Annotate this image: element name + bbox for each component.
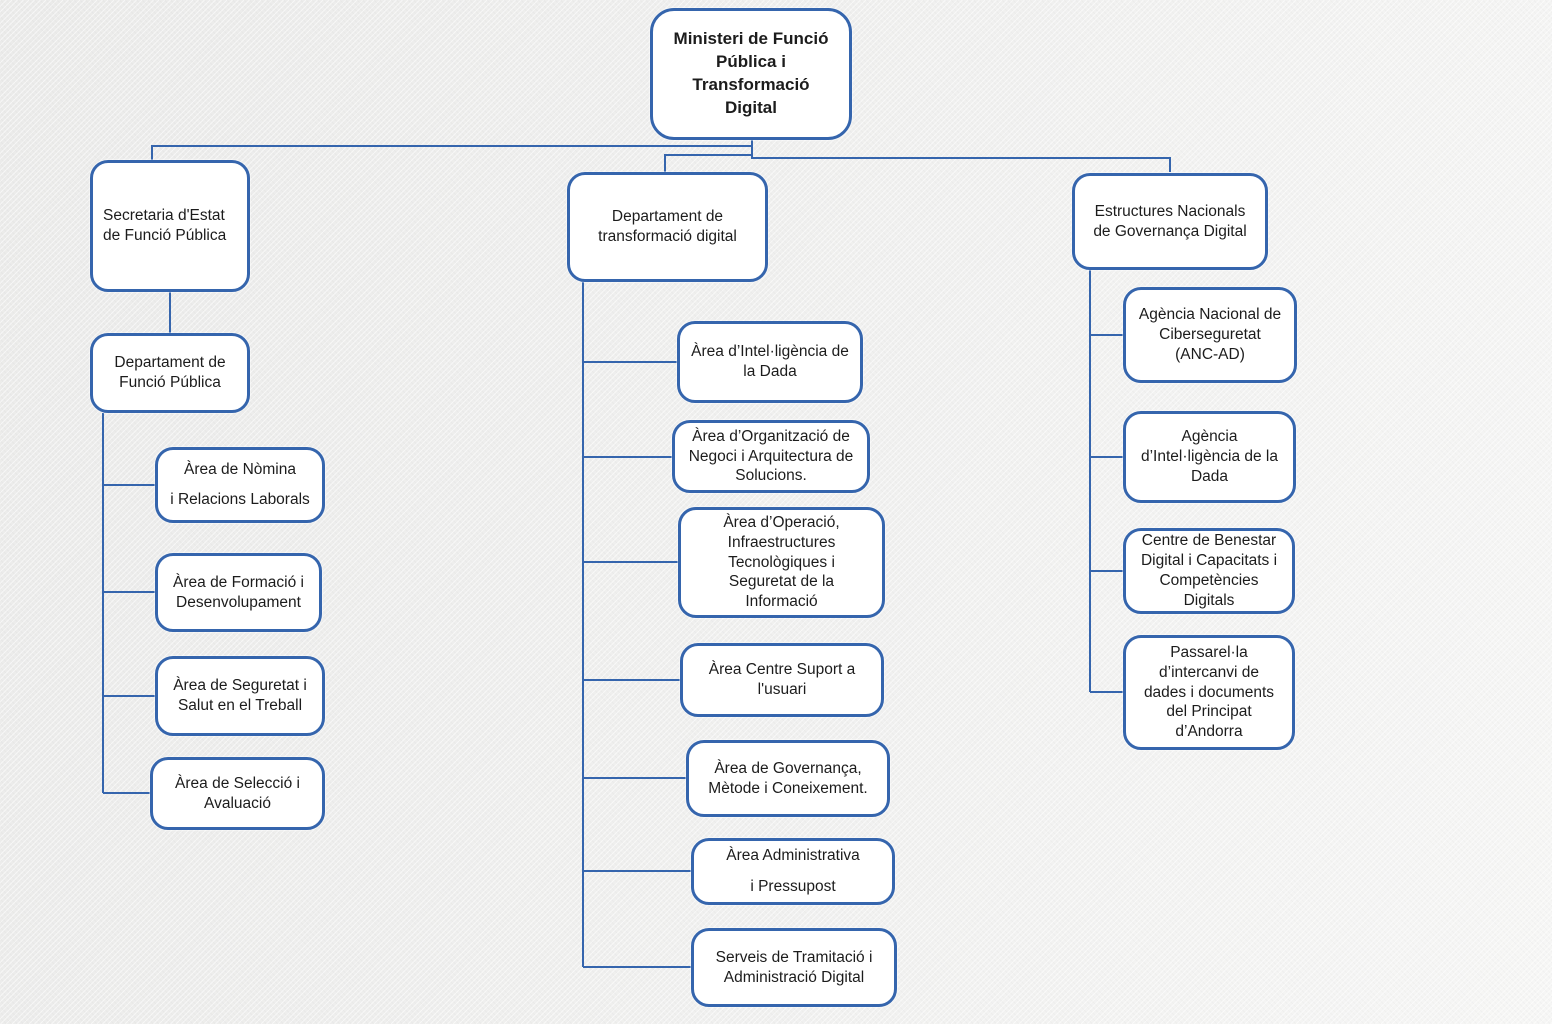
right-branch-connectors (1089, 270, 1123, 693)
connector-segment (664, 140, 753, 172)
org-node-label: Àrea de Nòmina i Relacions Laborals (170, 460, 310, 508)
org-node-ministeri: Ministeri de Funció Pública i Transforma… (650, 8, 852, 140)
org-node-agencia-ciberseguretat: Agència Nacional de Ciberseguretat (ANC-… (1123, 287, 1297, 383)
org-node-area-organitzacio-negoci: Àrea d’Organització de Negoci i Arquitec… (672, 420, 870, 493)
org-node-label: Àrea d’Organització de Negoci i Arquitec… (688, 427, 854, 485)
org-node-label: Àrea de Selecció i Avaluació (175, 774, 300, 812)
org-node-secretaria-estat: Secretaria d'Estat de Funció Pública (90, 160, 250, 292)
org-node-label: Àrea Administrativa i Pressupost (726, 847, 860, 895)
org-node-serveis-tramitacio: Serveis de Tramitació i Administració Di… (691, 928, 897, 1007)
org-node-label: Agència Nacional de Ciberseguretat (ANC-… (1138, 306, 1282, 363)
org-node-area-nomina: Àrea de Nòmina i Relacions Laborals (155, 447, 325, 523)
org-node-departament-transformacio-digital: Departament de transformació digital (567, 172, 768, 282)
org-node-area-centre-suport: Àrea Centre Suport a l'usuari (680, 643, 884, 717)
left-branch-connectors (102, 292, 171, 794)
org-node-area-intelligencia-dada: Àrea d’Intel·ligència de la Dada (677, 321, 863, 403)
org-node-label: Departament de Funció Pública (114, 354, 226, 391)
org-node-label: Àrea Centre Suport a l'usuari (708, 661, 856, 698)
org-node-label: Àrea de Formació i Desenvolupament (173, 573, 304, 611)
root-connectors (151, 140, 1171, 172)
org-node-passarella-intercanvi: Passarel·la d’intercanvi de dades i docu… (1123, 635, 1295, 750)
org-node-area-seguretat: Àrea de Seguretat i Salut en el Treball (155, 656, 325, 736)
org-node-label: Àrea d’Intel·ligència de la Dada (691, 343, 849, 380)
org-node-departament-funcio-publica: Departament de Funció Pública (90, 333, 250, 413)
org-node-label: Passarel·la d’intercanvi de dades i docu… (1143, 643, 1275, 741)
org-node-label: Agència d’Intel·ligència de la Dada (1140, 428, 1278, 485)
org-node-area-administrativa: Àrea Administrativa i Pressupost (691, 838, 895, 905)
org-node-label: Ministeri de Funció Pública i Transforma… (673, 29, 829, 117)
org-node-centre-benestar-digital: Centre de Benestar Digital i Capacitats … (1123, 528, 1295, 614)
org-node-label: Serveis de Tramitació i Administració Di… (715, 948, 873, 986)
org-node-label: Àrea d’Operació, Infraestructures Tecnol… (723, 513, 840, 611)
org-node-estructures-nacionals: Estructures Nacionals de Governança Digi… (1072, 173, 1268, 270)
connector-segment (151, 140, 753, 160)
connector-segment (751, 140, 1171, 172)
org-node-label: Centre de Benestar Digital i Capacitats … (1140, 532, 1278, 609)
org-node-area-seleccio: Àrea de Selecció i Avaluació (150, 757, 325, 830)
org-node-label: Àrea de Governança, Mètode i Coneixement… (708, 759, 868, 797)
org-node-label: Estructures Nacionals de Governança Digi… (1093, 202, 1247, 240)
org-node-label: Àrea de Seguretat i Salut en el Treball (173, 677, 307, 714)
org-node-label: Secretaria d'Estat de Funció Pública (103, 207, 227, 244)
org-node-label: Departament de transformació digital (598, 208, 737, 245)
org-node-agencia-intelligencia-dada: Agència d’Intel·ligència de la Dada (1123, 411, 1296, 503)
org-node-area-operacio-infraestructures: Àrea d’Operació, Infraestructures Tecnol… (678, 507, 885, 618)
org-node-area-formacio: Àrea de Formació i Desenvolupament (155, 553, 322, 632)
org-node-area-governanca: Àrea de Governança, Mètode i Coneixement… (686, 740, 890, 817)
middle-branch-connectors (582, 282, 691, 968)
